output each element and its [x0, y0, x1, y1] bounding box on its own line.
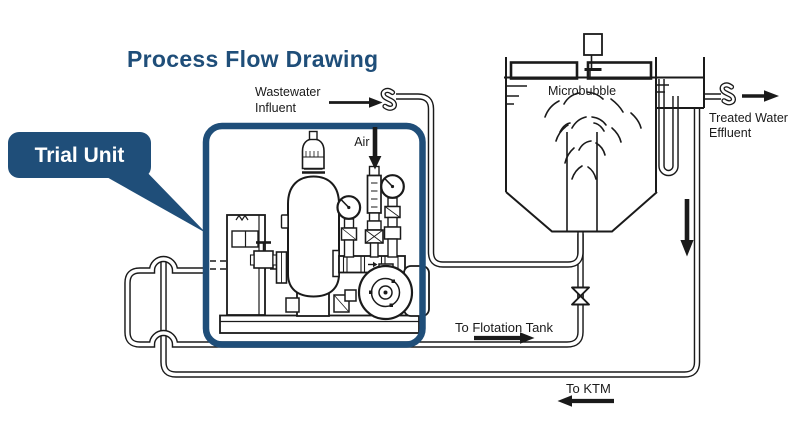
callout-bubble — [8, 132, 151, 178]
treated-water-label-line1: Treated Water — [709, 111, 788, 125]
standpipe-u-tube — [658, 79, 679, 177]
pressure-gauge-right — [380, 174, 405, 258]
saturation-vessel — [280, 130, 340, 317]
to-ktm-label: To KTM — [566, 381, 611, 396]
ktm-down-arrow — [680, 199, 694, 257]
wastewater-influent-label-line2: Influent — [255, 101, 297, 115]
pressure-gauge-left — [336, 195, 362, 258]
riser-valve — [571, 286, 590, 306]
pipe-break-symbols — [380, 82, 736, 111]
trial-unit-equipment — [210, 130, 430, 334]
recycle-loop-pipe — [124, 255, 584, 348]
to-ktm-arrow — [557, 395, 614, 407]
wastewater-influent-label-line1: Wastewater — [255, 85, 321, 99]
effluent-box — [657, 84, 669, 93]
skimmer-motor — [583, 33, 603, 77]
influent-arrow — [329, 97, 383, 108]
effluent-arrow — [742, 90, 779, 102]
air-release-valve — [301, 130, 325, 174]
bubble-plume — [544, 91, 642, 180]
air-arrow — [368, 127, 382, 170]
tank-covers — [509, 61, 653, 80]
pump — [333, 263, 430, 321]
s-break-symbol-influent — [380, 87, 397, 111]
to-flotation-tank-label: To Flotation Tank — [455, 320, 554, 335]
hand-valve — [249, 241, 278, 269]
flotation-tank — [504, 33, 705, 233]
callout-label: Trial Unit — [35, 144, 125, 167]
callout-tail — [96, 166, 206, 233]
piping — [124, 79, 721, 378]
treated-water-label-line2: Effluent — [709, 126, 752, 140]
trial-unit-callout: Trial Unit — [8, 132, 206, 233]
air-rotameter — [364, 165, 384, 258]
to-flotation-arrow — [474, 332, 535, 344]
s-break-symbol-effluent — [719, 82, 736, 106]
influent-pipe — [396, 93, 584, 268]
ktm-return-pipe — [160, 107, 701, 378]
microbubble-label: Microbubble — [548, 84, 616, 98]
page-title: Process Flow Drawing — [127, 46, 378, 72]
flow-arrows — [329, 90, 779, 407]
air-label: Air — [354, 135, 369, 149]
trial-unit-box — [202, 122, 426, 348]
